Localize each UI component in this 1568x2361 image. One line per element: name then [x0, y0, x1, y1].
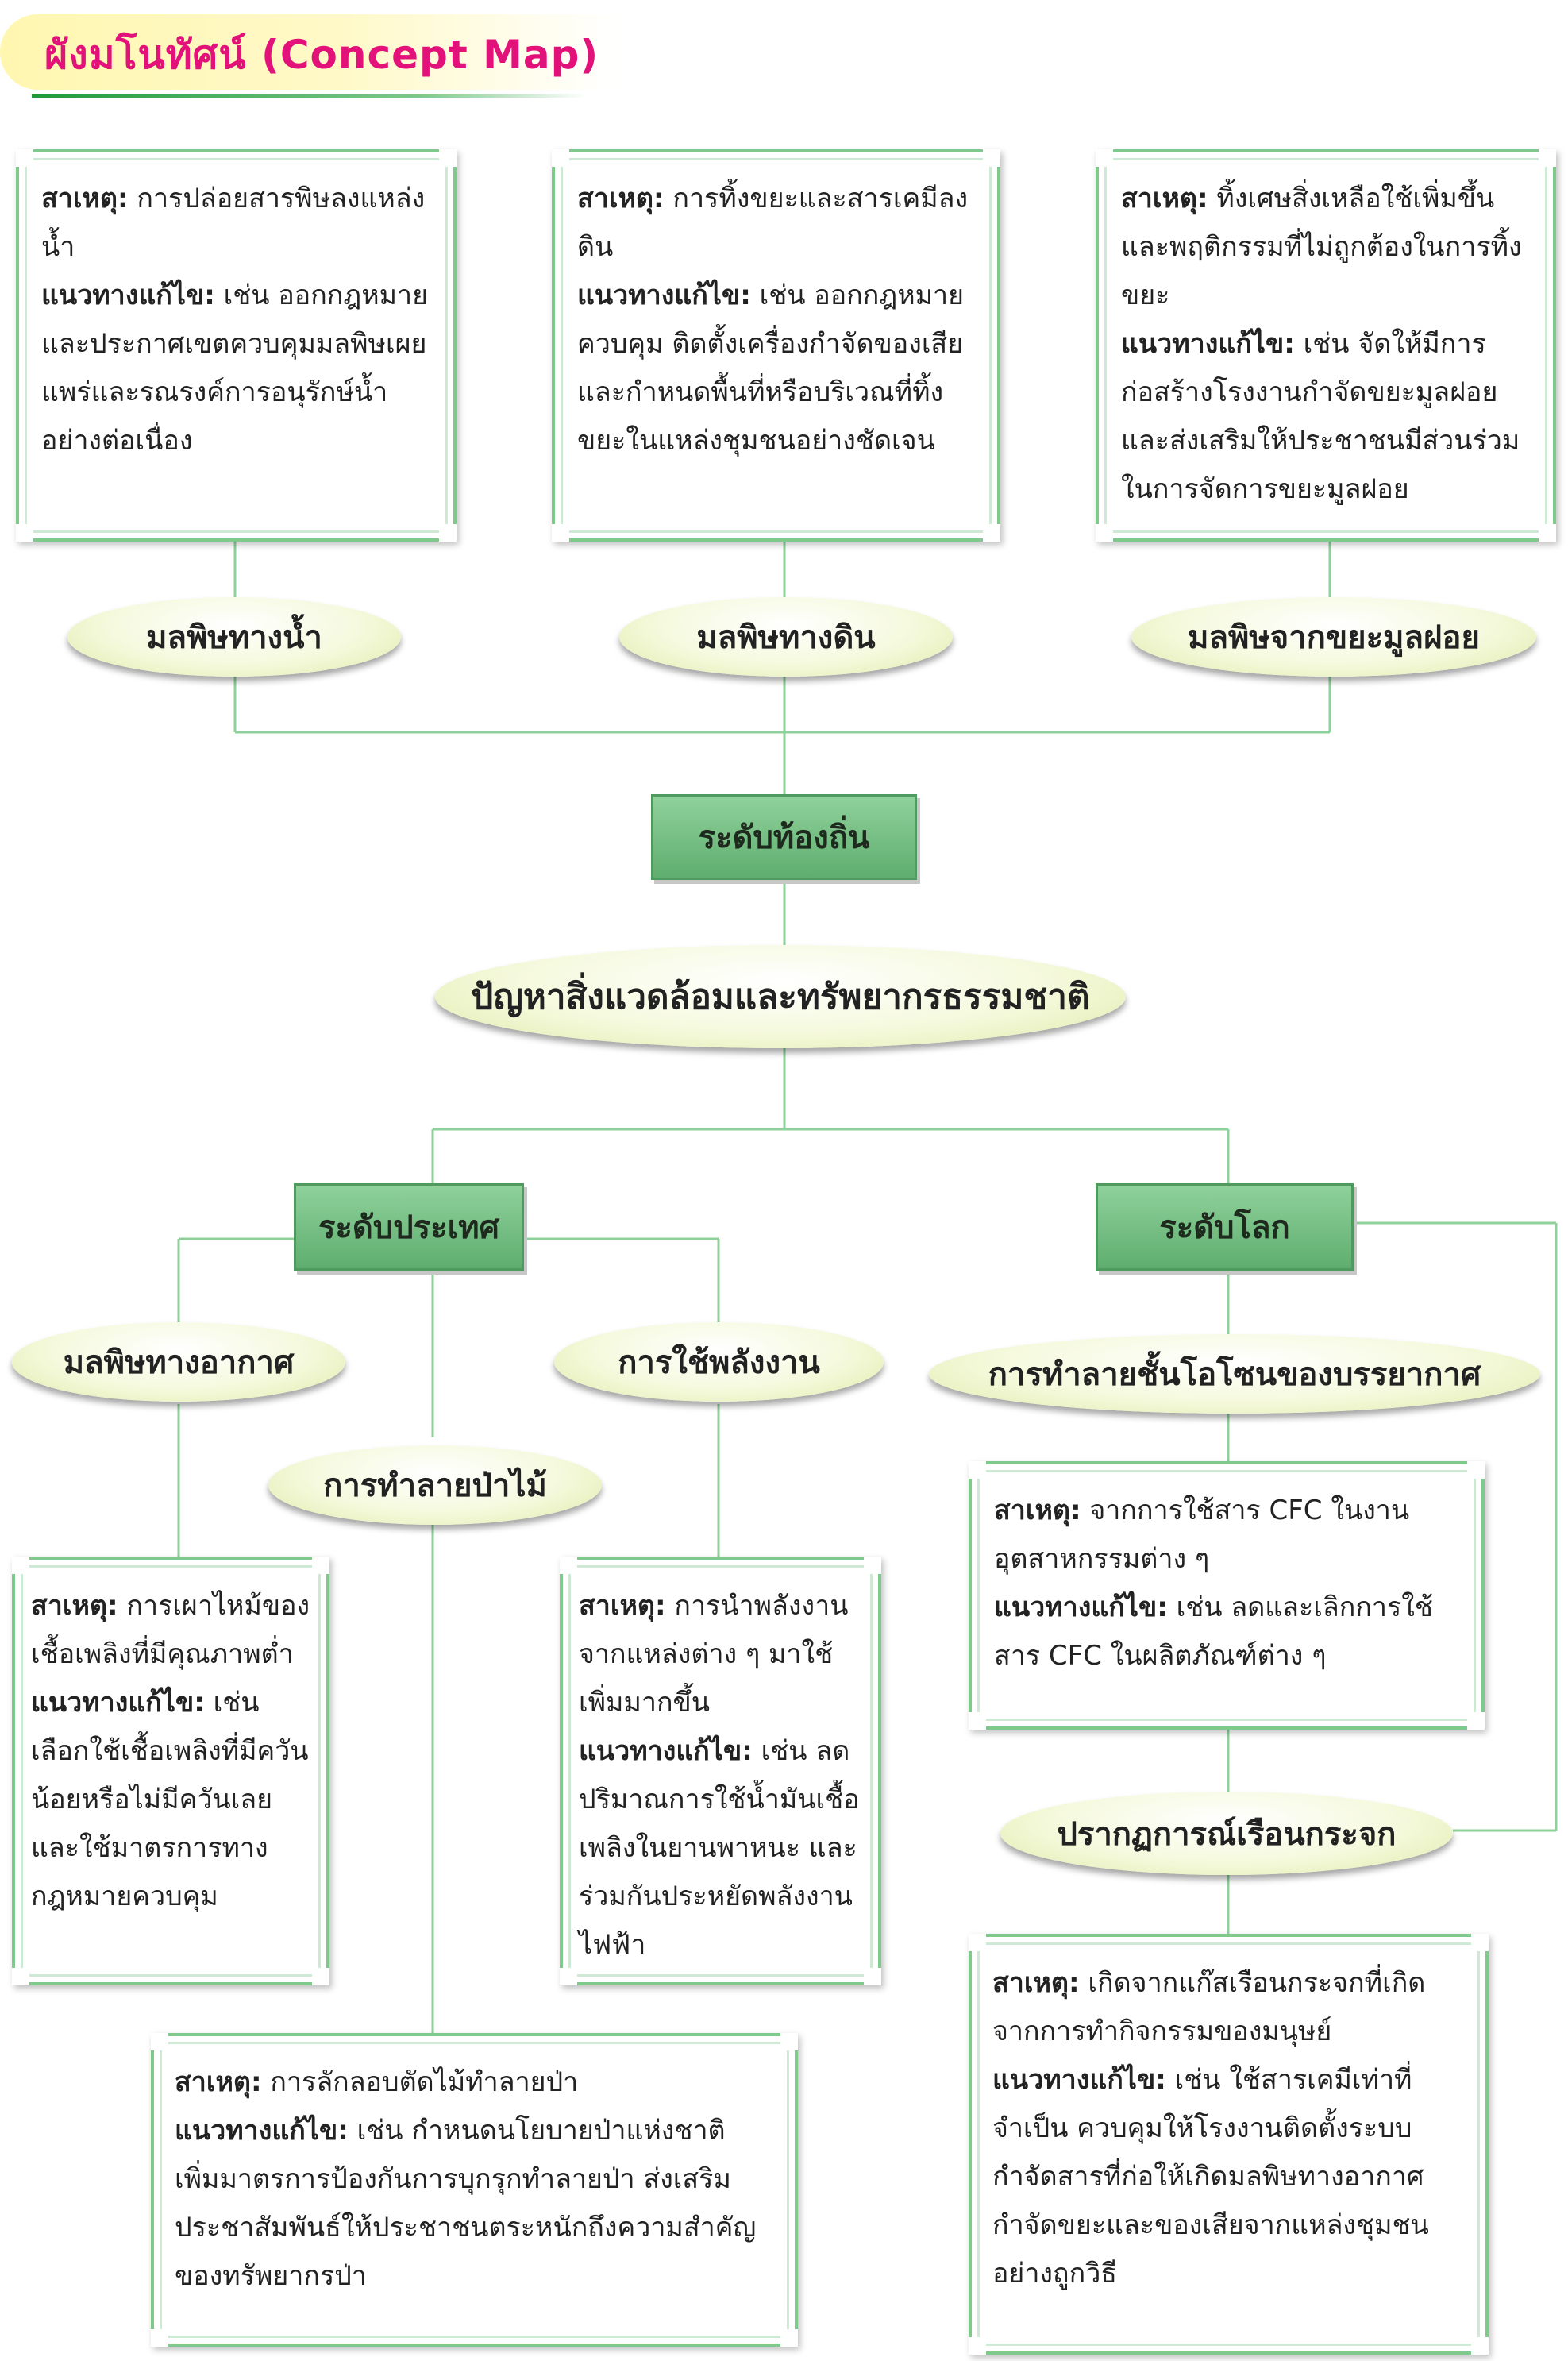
- country-level-node: ระดับประเทศ: [294, 1183, 524, 1271]
- box-corner-notch: [12, 1557, 29, 1574]
- box-corner-notch: [969, 1712, 986, 1730]
- waste-solution-text: เช่น จัดให้มีการก่อสร้างโรงงานกำจัดขยะมู…: [1121, 328, 1520, 505]
- box-corner-notch: [552, 524, 569, 542]
- solution-label: แนวทางแก้ไข:: [992, 2064, 1166, 2096]
- waste-cause-text: ทิ้งเศษสิ่งเหลือใช้เพิ่มขึ้นและพฤติกรรมท…: [1121, 183, 1522, 311]
- energy-solution-text: เช่น ลดปริมาณการใช้น้ำมันเชื้อเพลิงในยาน…: [579, 1735, 860, 1961]
- cause-label: สาเหตุ:: [992, 1967, 1080, 1999]
- box-corner-notch: [864, 1968, 881, 1985]
- solution-label: แนวทางแก้ไข:: [579, 1735, 753, 1767]
- box-corner-notch: [780, 2329, 798, 2347]
- soil-cause-text: การทิ้งขยะและสารเคมีลงดิน: [577, 183, 969, 263]
- title-background: [0, 14, 619, 90]
- soil-solution-text: เช่น ออกกฎหมายควบคุม ติดตั้งเครื่องกำจัด…: [577, 280, 965, 457]
- box-corner-notch: [983, 524, 1000, 542]
- box-corner-notch: [560, 1557, 577, 1574]
- page-title: ผังมโนทัศน์ (Concept Map): [44, 32, 599, 78]
- box-corner-notch: [969, 1934, 986, 1951]
- greenhouse-effect-box: สาเหตุ: เกิดจากแก๊สเรือนกระจกที่เกิดจากก…: [969, 1934, 1489, 2355]
- box-corner-notch: [1096, 149, 1113, 167]
- box-corner-notch: [439, 149, 457, 167]
- box-corner-notch: [1471, 1934, 1489, 1951]
- box-corner-notch: [864, 1557, 881, 1574]
- water-pollution-box: สาเหตุ: การปล่อยสารพิษลงแหล่งน้ำ แนวทางแ…: [16, 149, 457, 542]
- air-pollution-node: มลพิษทางอากาศ: [12, 1322, 345, 1402]
- cause-label: สาเหตุ:: [1121, 183, 1208, 214]
- ozone-depletion-box: สาเหตุ: จากการใช้สาร CFC ในงานอุตสาหกรรม…: [969, 1461, 1485, 1730]
- box-corner-notch: [780, 2033, 798, 2050]
- box-corner-notch: [16, 149, 33, 167]
- box-corner-notch: [16, 524, 33, 542]
- box-corner-notch: [439, 524, 457, 542]
- cause-label: สาเหตุ:: [579, 1590, 666, 1622]
- solution-label: แนวทางแก้ไข:: [41, 280, 215, 311]
- box-corner-notch: [1467, 1461, 1485, 1479]
- box-corner-notch: [1539, 524, 1556, 542]
- solution-label: แนวทางแก้ไข:: [175, 2115, 349, 2147]
- soil-pollution-node: มลพิษทางดิน: [619, 597, 953, 677]
- energy-cause-text: การนำพลังงานจากแหล่งต่าง ๆ มาใช้เพิ่มมาก…: [579, 1590, 849, 1719]
- box-corner-notch: [969, 2337, 986, 2355]
- box-corner-notch: [1096, 524, 1113, 542]
- box-corner-notch: [1539, 149, 1556, 167]
- ozone-cause-text: จากการใช้สาร CFC ในงานอุตสาหกรรมต่าง ๆ: [994, 1495, 1410, 1575]
- solution-label: แนวทางแก้ไข:: [1121, 328, 1295, 360]
- waste-pollution-node: มลพิษจากขยะมูลฝอย: [1131, 597, 1536, 677]
- air-cause-text: การเผาไหม้ของเชื้อเพลิงที่มีคุณภาพต่ำ: [31, 1590, 310, 1670]
- air-pollution-box: สาเหตุ: การเผาไหม้ของเชื้อเพลิงที่มีคุณภ…: [12, 1557, 329, 1985]
- water-solution-text: เช่น ออกกฎหมายและประกาศเขตควบคุมมลพิษเผย…: [41, 280, 429, 457]
- soil-pollution-box: สาเหตุ: การทิ้งขยะและสารเคมีลงดิน แนวทาง…: [552, 149, 1000, 542]
- waste-pollution-box: สาเหตุ: ทิ้งเศษสิ่งเหลือใช้เพิ่มขึ้นและพ…: [1096, 149, 1556, 542]
- box-corner-notch: [552, 149, 569, 167]
- greenhouse-solution-text: เช่น ใช้สารเคมีเท่าที่จำเป็น ควบคุมให้โร…: [992, 2064, 1429, 2290]
- cause-label: สาเหตุ:: [41, 183, 129, 214]
- world-level-node: ระดับโลก: [1096, 1183, 1354, 1271]
- air-solution-text: เช่น เลือกใช้เชื้อเพลิงที่มีควันน้อยหรือ…: [31, 1687, 309, 1912]
- box-corner-notch: [12, 1968, 29, 1985]
- box-corner-notch: [983, 149, 1000, 167]
- cause-label: สาเหตุ:: [994, 1495, 1081, 1526]
- center-topic-node: ปัญหาสิ่งแวดล้อมและทรัพยากรธรรมชาติ: [435, 945, 1126, 1048]
- water-pollution-node: มลพิษทางน้ำ: [67, 597, 401, 677]
- box-corner-notch: [151, 2033, 168, 2050]
- solution-label: แนวทางแก้ไข:: [994, 1591, 1168, 1623]
- cause-label: สาเหตุ:: [175, 2066, 262, 2098]
- box-corner-notch: [312, 1557, 329, 1574]
- box-corner-notch: [1471, 2337, 1489, 2355]
- local-level-node: ระดับท้องถิ่น: [651, 794, 917, 880]
- solution-label: แนวทางแก้ไข:: [577, 280, 751, 311]
- energy-use-node: การใช้พลังงาน: [554, 1322, 884, 1402]
- box-corner-notch: [312, 1968, 329, 1985]
- energy-use-box: สาเหตุ: การนำพลังงานจากแหล่งต่าง ๆ มาใช้…: [560, 1557, 881, 1985]
- title-banner: ผังมโนทัศน์ (Concept Map): [0, 0, 715, 107]
- forest-cause-text: การลักลอบตัดไม้ทำลายป่า: [270, 2066, 579, 2098]
- solution-label: แนวทางแก้ไข:: [31, 1687, 205, 1719]
- deforestation-node: การทำลายป่าไม้: [268, 1445, 602, 1525]
- box-corner-notch: [1467, 1712, 1485, 1730]
- deforestation-box: สาเหตุ: การลักลอบตัดไม้ทำลายป่า แนวทางแก…: [151, 2033, 798, 2347]
- greenhouse-effect-node: ปรากฏการณ์เรือนกระจก: [1000, 1792, 1453, 1875]
- cause-label: สาเหตุ:: [31, 1590, 118, 1622]
- box-corner-notch: [969, 1461, 986, 1479]
- greenhouse-cause-text: เกิดจากแก๊สเรือนกระจกที่เกิดจากการทำกิจก…: [992, 1967, 1426, 2047]
- water-cause-text: การปล่อยสารพิษลงแหล่งน้ำ: [41, 183, 426, 263]
- ozone-depletion-node: การทำลายชั้นโอโซนของบรรยากาศ: [929, 1334, 1540, 1414]
- box-corner-notch: [151, 2329, 168, 2347]
- forest-solution-text: เช่น กำหนดนโยบายป่าแห่งชาติ เพิ่มมาตรการ…: [175, 2115, 757, 2292]
- ozone-solution-text: เช่น ลดและเลิกการใช้สาร CFC ในผลิตภัณฑ์ต…: [994, 1591, 1433, 1672]
- box-corner-notch: [560, 1968, 577, 1985]
- cause-label: สาเหตุ:: [577, 183, 665, 214]
- title-underline: [32, 94, 588, 98]
